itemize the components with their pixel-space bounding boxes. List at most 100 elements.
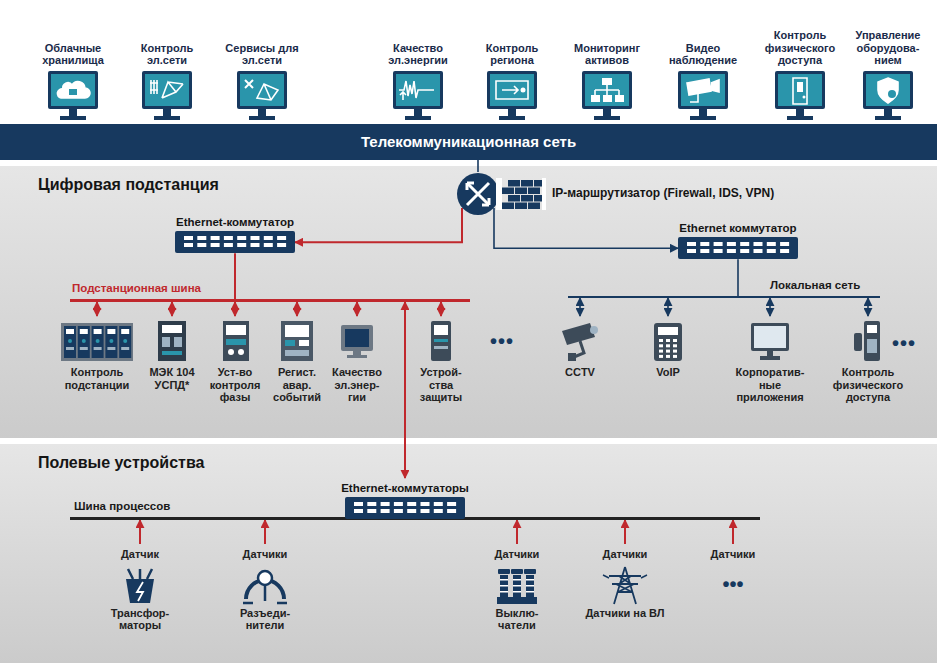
graphic-part [228,349,234,355]
graphic-part [515,203,527,210]
substation-device: CCTV [545,316,615,379]
graphic-part [69,89,77,95]
ethernet-switch: Ethernet коммутатор [678,218,798,259]
graphic-part [299,340,309,346]
graphic-part [767,242,776,246]
graphic-part [48,71,98,109]
graphic-part [687,242,696,246]
graphic-part [751,323,789,351]
shield-icon [859,70,917,122]
connector [624,520,626,544]
node-label: Трансфор- маторы [100,607,180,632]
graphic-part [700,242,709,246]
graphic-part [163,109,171,116]
graphic-part [659,350,663,353]
graphic-part [526,575,534,597]
zone-panel: Полевые устройстваШина процессовEthernet… [0,444,937,663]
node-label: Локальная сеть [770,279,880,292]
graphic-part [107,329,115,334]
graphic-part [854,333,862,351]
substation-device: МЭК 104 УСПД* [142,316,202,391]
graphic-part [57,82,90,98]
ip-router: IP-маршрутизатор (Firewall, IDS, VPN) [456,172,774,216]
graphic-part [866,74,910,106]
connector [769,298,771,316]
connector [356,302,358,316]
connector [295,208,462,242]
node-label: Уст-во контроля фазы [205,366,265,404]
graphic-part [240,74,284,106]
node-label: Ethernet-коммутаторы [341,482,469,495]
prot-icon [419,319,463,363]
graphic-part [513,575,521,597]
graphic-part [407,509,416,513]
graphic-part [699,109,707,116]
application-monitor: Мониторинг активов [564,4,650,122]
graphic-part [184,236,193,240]
graphic-part [381,502,390,506]
phone-icon [646,319,690,363]
node-label: Разъеди- нители [225,607,305,632]
graphic-part [431,321,451,361]
graphic-part [226,339,246,345]
graphic-part [727,242,736,246]
node-label: Ethernet-коммутатор [176,216,294,229]
graphic-part [434,325,448,335]
wave-icon [389,70,447,122]
graphic-part [107,347,115,350]
node-label: Качество эл.энер- гии [327,366,387,404]
cloud-icon [44,70,102,122]
graphic-part [754,249,763,253]
graphic-part [142,71,192,109]
zone-fill [0,166,937,438]
graphic-part [658,327,678,335]
router-icon [456,172,546,216]
graphic-part [609,567,641,604]
switch-icon [345,497,465,519]
graphic-part [778,74,822,106]
ied3-icon [275,319,319,363]
graphic-part [521,88,526,93]
node-label: Регист. авар. событий [267,366,327,404]
graphic-part [754,242,763,246]
connector [96,302,98,316]
graphic-part [803,96,806,99]
graphic-part [162,351,182,355]
graphic-part [184,243,193,247]
graphic-part [864,321,880,361]
cctv-icon [558,319,602,363]
graphic-part [82,339,86,343]
graphic-part [162,82,183,98]
graphic-part [754,326,786,348]
graphic-part [128,569,152,579]
graphic-part [381,509,390,513]
graphic-part [126,579,154,603]
bus-line: Локальная сеть [568,296,880,298]
ellipsis-label: ••• [892,332,916,355]
graphic-part [277,243,286,247]
camera-icon [674,70,732,122]
graphic-part [867,325,877,333]
node-label: Датчик [121,548,159,561]
graphic-part [96,339,100,343]
graphic-part [80,329,88,334]
graphic-part [68,339,72,343]
graphic-part [347,355,367,358]
graphic-part [796,109,804,116]
graphic-part [526,585,534,587]
graphic-part [150,80,158,94]
graphic-part [740,242,749,246]
graphic-part [394,509,403,513]
service-icon [233,70,291,122]
connector [477,160,479,172]
graphic-part [780,242,789,246]
substation-device: Контроль физического доступа [823,316,913,404]
graphic-part [603,109,611,116]
graphic-part [237,243,246,247]
node-label: VoIP [656,366,680,379]
graphic-part [582,71,632,109]
tower-icon [601,565,649,605]
graphic-part [434,509,443,513]
graphic-part [121,347,129,350]
graphic-part [502,86,518,94]
